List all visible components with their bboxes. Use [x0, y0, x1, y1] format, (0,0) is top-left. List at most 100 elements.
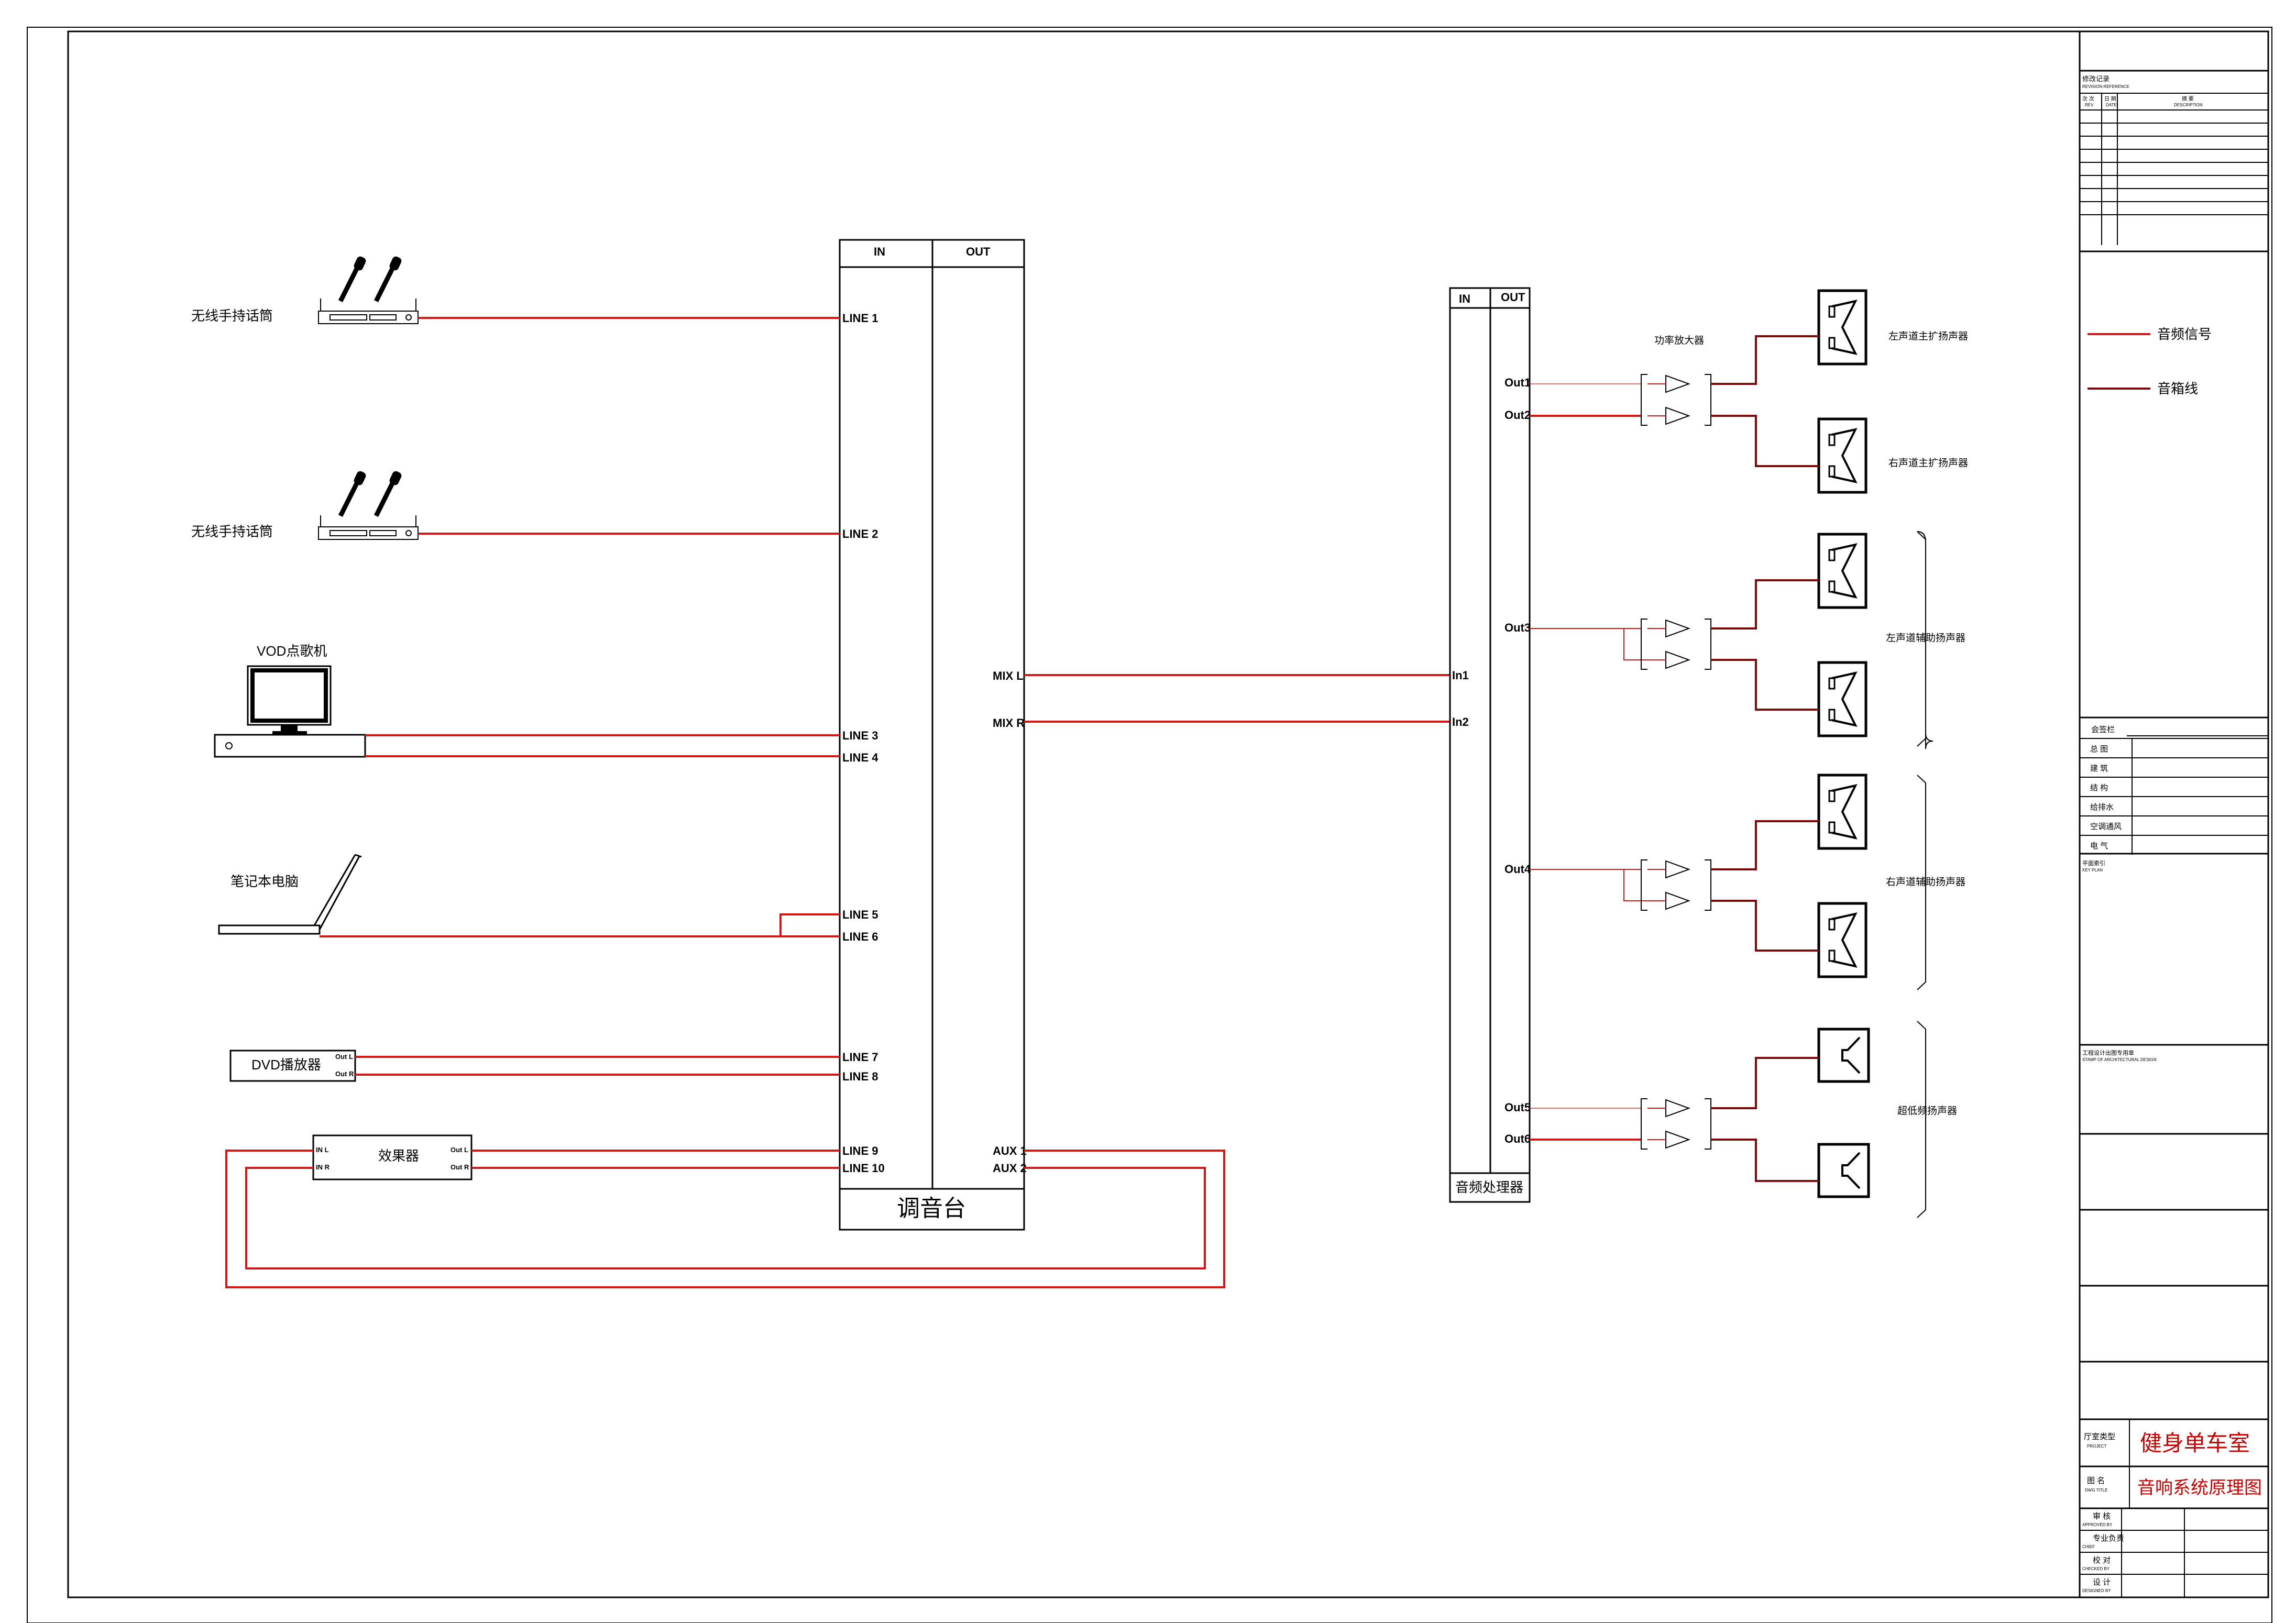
amp-bracket-left-1 — [1641, 374, 1647, 426]
amp-bracket-right-2 — [1705, 619, 1711, 670]
speaker-aux-left-2 — [1817, 661, 1867, 737]
dvd-out-l: Out L — [335, 1053, 353, 1061]
speaker-horn-icon — [1831, 912, 1858, 968]
speaker-driver-icon — [1828, 677, 1836, 690]
brace-group-3-line — [1917, 531, 1926, 747]
project-label-sub: PROJECT — [2087, 1444, 2106, 1449]
approval-row-label: 设 计 — [2093, 1578, 2111, 1587]
speaker-aux-right-1 — [1817, 774, 1867, 850]
mixer-input-1: LINE 1 — [842, 312, 878, 325]
receiver-icon — [318, 299, 419, 324]
speaker-driver-icon — [1828, 549, 1836, 561]
processor-title: 音频处理器 — [1455, 1179, 1523, 1195]
mixer-aux-1: AUX 1 — [993, 1144, 1027, 1157]
signoff-row-label: 总 图 — [2090, 745, 2108, 754]
approval-row-sub: CHIEF — [2082, 1544, 2095, 1549]
project-label: 厅室类型 — [2084, 1432, 2115, 1441]
speaker-aux-right-2 — [1817, 902, 1867, 978]
fx-in-l: IN L — [316, 1146, 329, 1154]
vod-box — [214, 734, 366, 758]
signoff-title: 会签栏 — [2091, 725, 2115, 734]
amplifier-icon — [1665, 406, 1690, 425]
amplifier-icon — [1665, 891, 1690, 910]
rev-col2: 日 期 — [2104, 96, 2116, 102]
signoff-row-label: 建 筑 — [2090, 764, 2108, 773]
mixer-input-8: LINE 8 — [842, 1070, 878, 1083]
dvd-out-r: Out R — [335, 1070, 354, 1078]
processor-out1: Out1 — [1504, 376, 1531, 389]
brace-group-5-line — [1917, 1021, 1926, 1218]
speaker-driver-icon — [1828, 709, 1836, 721]
laptop-icon — [218, 854, 362, 935]
approval-row-label: 校 对 — [2093, 1556, 2111, 1565]
mixer-out-header: OUT — [966, 245, 991, 258]
approval-row-sub: DESIGNED BY — [2082, 1588, 2111, 1593]
wireless-mic-1: 无线手持话筒 — [191, 256, 419, 324]
amp-bracket-left-2 — [1641, 619, 1647, 670]
wireless-mic-2: 无线手持话筒 — [191, 471, 419, 540]
speaker-wire-main-left — [1711, 335, 1819, 385]
signoff-row-label: 空调通风 — [2090, 822, 2122, 831]
amp-bracket-right-3 — [1705, 859, 1711, 911]
subwoofer-icon — [1841, 1036, 1861, 1074]
processor-out6: Out6 — [1504, 1132, 1531, 1145]
amplifier-icon — [1665, 860, 1690, 879]
speaker-wire-sub-2 — [1711, 1139, 1819, 1182]
speaker-wire-aux-right-2 — [1711, 900, 1819, 952]
dwg-value: 音响系统原理图 — [2137, 1478, 2262, 1498]
amplifier-layer — [1530, 289, 1870, 1198]
rev-col2-sub: DATE — [2106, 103, 2117, 107]
inner-frame — [67, 30, 2269, 1598]
processor-in-header: IN — [1459, 292, 1470, 305]
speaker-wire-sub-1 — [1711, 1057, 1819, 1109]
vod-label: VOD点歌机 — [257, 643, 327, 659]
speaker-wire-aux-left-1 — [1711, 579, 1819, 630]
processor-out-header: OUT — [1501, 291, 1525, 304]
mixer-input-4: LINE 4 — [842, 751, 878, 764]
speaker-driver-icon — [1828, 305, 1836, 318]
stamp-label: 工程设计出图专用章 — [2082, 1049, 2134, 1056]
processor-out5: Out5 — [1504, 1101, 1531, 1114]
amplifier-label: 功率放大器 — [1654, 335, 1704, 346]
audio-processor: IN OUT 音频处理器 In1 In2 Out1 Out2 Out3 Out4… — [1449, 287, 1531, 1203]
rev-col1: 次 次 — [2082, 95, 2094, 102]
mixer-input-3: LINE 3 — [842, 729, 878, 742]
amplifier-icon — [1665, 650, 1690, 669]
speaker-wire-aux-left-2 — [1711, 659, 1819, 711]
mixer-mix-r: MIX R — [993, 716, 1025, 730]
brace-group-4-line — [1917, 775, 1926, 990]
amplifier-icon — [1665, 374, 1690, 393]
signal-wiring — [225, 317, 1450, 1288]
processor-out2: Out2 — [1504, 408, 1531, 422]
speaker-main-right — [1817, 417, 1867, 494]
approval-row-sub: APPROVED BY — [2082, 1522, 2113, 1527]
subwoofer-1 — [1817, 1028, 1870, 1083]
vod-player: VOD点歌机 — [214, 643, 366, 758]
speaker-driver-icon — [1828, 918, 1836, 931]
speaker-group-1-label: 左声道主扩扬声器 — [1888, 330, 1968, 342]
amp-bracket-left-3 — [1641, 859, 1647, 911]
speaker-horn-icon — [1831, 671, 1858, 727]
fx-in-r: IN R — [316, 1163, 330, 1171]
amp-bracket-right-4 — [1705, 1098, 1711, 1150]
fx-out-r: Out R — [451, 1163, 469, 1171]
speaker-driver-icon — [1828, 434, 1836, 446]
processor-out3: Out3 — [1504, 621, 1531, 634]
approval-row-label: 审 核 — [2093, 1512, 2111, 1521]
legend-speaker-label: 音箱线 — [2157, 381, 2198, 396]
amplifier-icon — [1665, 619, 1690, 638]
rev-col3-sub: DESCRIPTION — [2174, 103, 2203, 107]
signoff-row-label: 结 构 — [2090, 783, 2108, 792]
mixer-mix-l: MIX L — [993, 669, 1024, 682]
processor-in2: In2 — [1452, 715, 1469, 728]
speaker-wire-aux-right-1 — [1711, 820, 1819, 870]
keyplan-label: 平面索引 — [2082, 859, 2105, 867]
mixer-input-9: LINE 9 — [842, 1144, 878, 1157]
speaker-group-2-label: 右声道主扩扬声器 — [1888, 457, 1968, 469]
mic2-label: 无线手持话筒 — [191, 524, 273, 539]
speaker-driver-icon — [1828, 821, 1836, 834]
legend-signal-label: 音频信号 — [2157, 326, 2212, 342]
speaker-wire-main-right — [1711, 415, 1819, 467]
